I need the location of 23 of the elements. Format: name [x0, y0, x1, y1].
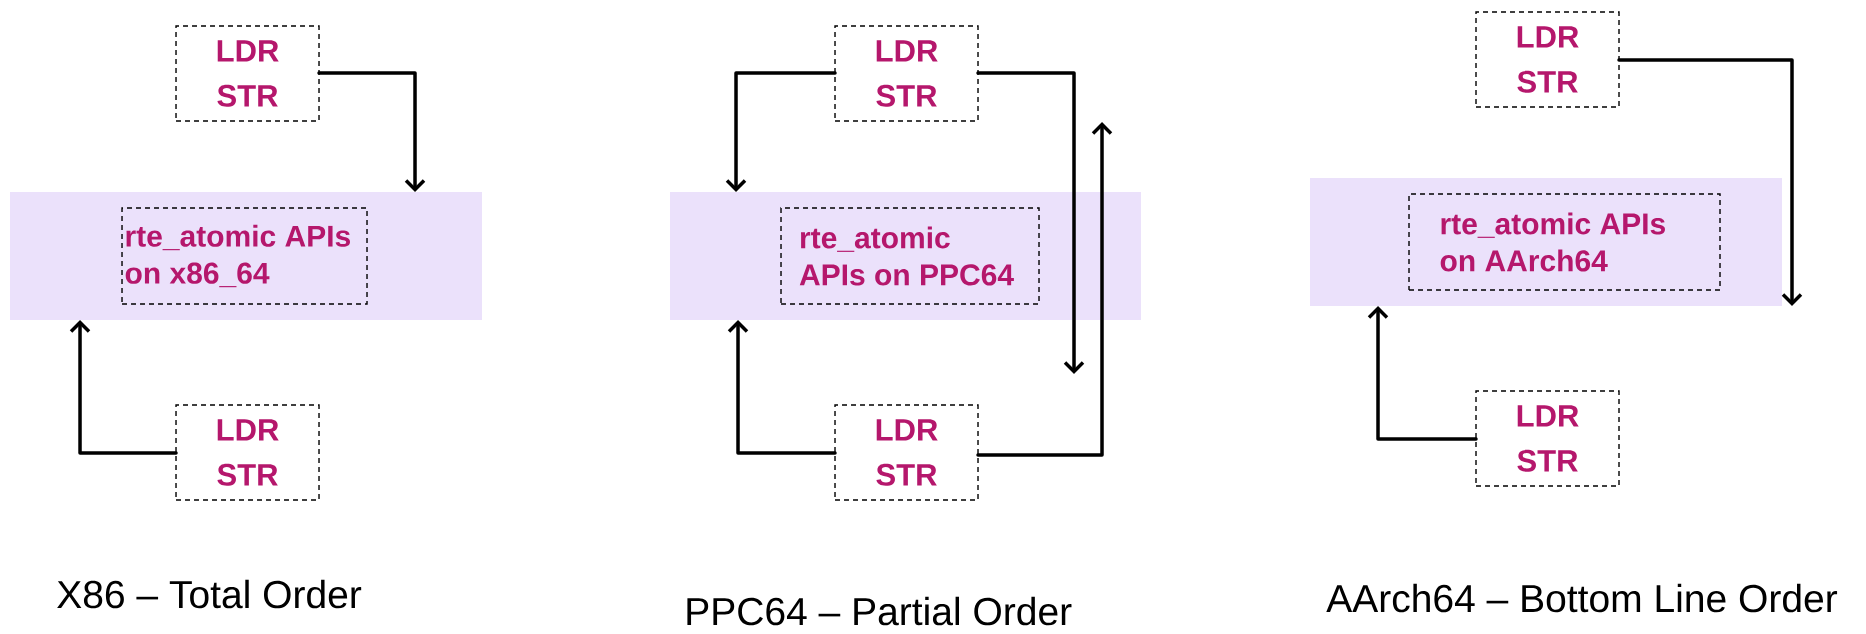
arrow	[725, 71, 837, 192]
band	[670, 192, 1141, 320]
arrow	[317, 71, 426, 192]
arrow	[1617, 58, 1803, 306]
arrow	[976, 122, 1113, 457]
arrow	[1367, 306, 1478, 441]
band	[10, 192, 482, 320]
instruction-box: LDR STR	[834, 404, 979, 501]
caption: AArch64 – Bottom Line Order	[1326, 583, 1838, 613]
instruction-box: LDR STR	[175, 25, 320, 122]
caption: X86 – Total Order	[57, 579, 362, 609]
arrow	[69, 320, 178, 455]
band	[1310, 178, 1782, 306]
instruction-box: LDR STR	[1475, 11, 1620, 108]
arrow	[727, 320, 837, 455]
api-box: rte_atomic APIs on x86_64	[121, 207, 368, 305]
arrow	[976, 71, 1085, 374]
instruction-box: LDR STR	[175, 404, 320, 501]
instruction-box: LDR STR	[1475, 390, 1620, 487]
caption: PPC64 – Partial Order	[687, 596, 1072, 626]
instruction-box: LDR STR	[834, 25, 979, 122]
api-box: rte_atomic APIs on PPC64	[780, 207, 1040, 305]
api-box: rte_atomic APIs on AArch64	[1408, 193, 1721, 291]
